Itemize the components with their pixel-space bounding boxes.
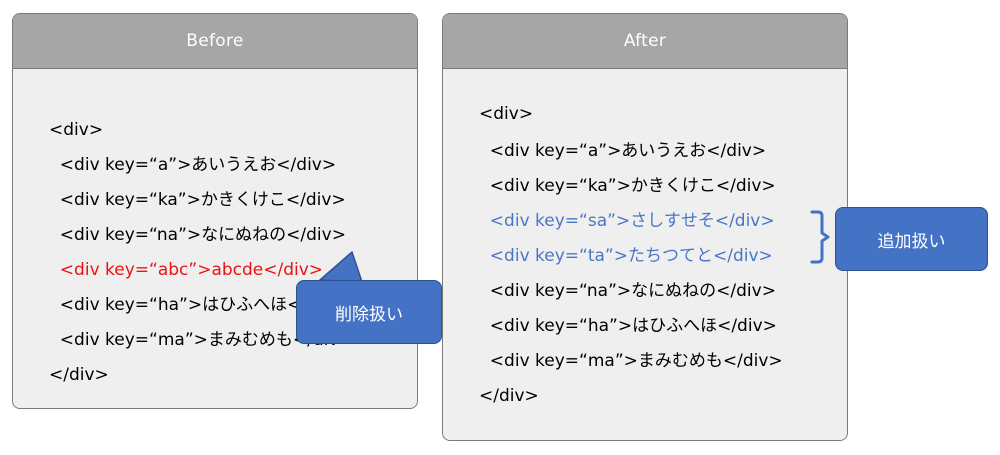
after-panel: After <div> <div key=“a”>あいうえお</div> <di… bbox=[442, 13, 848, 441]
before-code-line: <div key=“ha”>はひふへほ</div> bbox=[49, 295, 347, 315]
before-code-line: <div key=“na”>なにぬねの</div> bbox=[49, 225, 346, 245]
before-panel: Before <div> <div key=“a”>あいうえお</div> <d… bbox=[12, 13, 418, 409]
after-code-line: <div key=“ma”>まみむめも</div> bbox=[479, 351, 783, 371]
delete-callout-pointer bbox=[318, 250, 364, 283]
before-code-line: <div key=“a”>あいうえお</div> bbox=[49, 155, 337, 175]
after-code-line: <div key=“ka”>かきくけこ</div> bbox=[479, 176, 776, 196]
after-code-line: <div> bbox=[479, 104, 534, 124]
after-code-line: <div key=“a”>あいうえお</div> bbox=[479, 141, 767, 161]
before-panel-title: Before bbox=[13, 14, 417, 69]
before-code-line: </div> bbox=[49, 365, 109, 385]
add-callout-label: 追加扱い bbox=[877, 231, 946, 252]
after-code-line: </div> bbox=[479, 386, 539, 406]
after-code-block: <div> <div key=“a”>あいうえお</div> <div key=… bbox=[443, 14, 847, 440]
before-code-block: <div> <div key=“a”>あいうえお</div> <div key=… bbox=[13, 14, 417, 408]
before-code-line: <div key=“ka”>かきくけこ</div> bbox=[49, 190, 346, 210]
after-code-line-added: <div key=“ta”>たちつてと</div> bbox=[479, 246, 773, 266]
before-code-line-deleted: <div key=“abc”>abcde</div> bbox=[49, 260, 324, 280]
delete-callout: 削除扱い bbox=[296, 280, 442, 344]
after-code-line: <div key=“na”>なにぬねの</div> bbox=[479, 281, 776, 301]
after-code-line-added: <div key=“sa”>さしすせそ</div> bbox=[479, 211, 775, 231]
after-code-line: <div key=“ha”>はひふへほ</div> bbox=[479, 316, 777, 336]
after-panel-title: After bbox=[443, 14, 847, 69]
delete-callout-label: 削除扱い bbox=[335, 304, 403, 325]
add-callout: 追加扱い bbox=[835, 207, 988, 271]
before-code-line: <div> bbox=[49, 120, 104, 140]
before-code-line: <div key=“ma”>まみむめも</div> bbox=[49, 330, 353, 350]
added-lines-bracket bbox=[810, 210, 830, 264]
